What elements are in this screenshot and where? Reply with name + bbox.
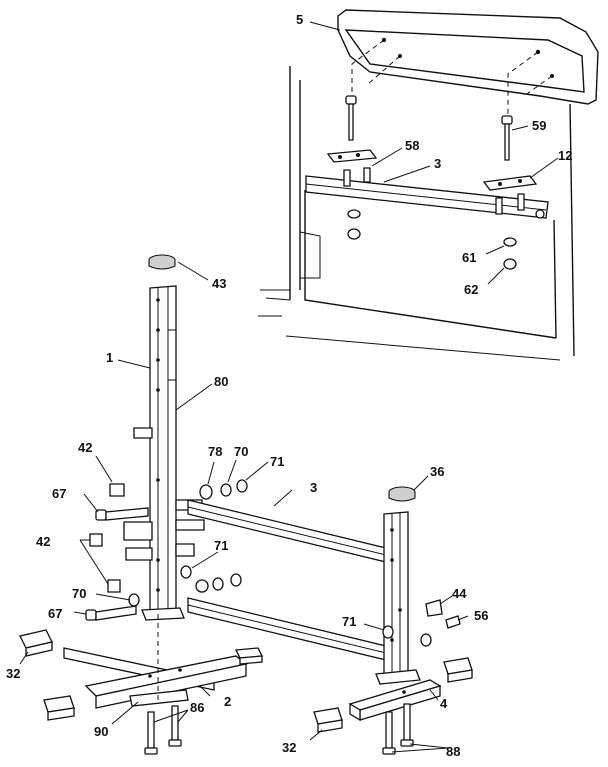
label-part-12: 12 <box>558 148 572 163</box>
table-top-assembly <box>258 9 599 361</box>
right-leg-assembly <box>309 475 473 755</box>
label-part-32-a: 32 <box>6 666 20 681</box>
label-part-71-c: 71 <box>342 614 356 629</box>
left-leg-assembly <box>19 254 269 755</box>
label-part-70-a: 70 <box>234 444 248 459</box>
label-part-3-mid: 3 <box>310 480 317 495</box>
label-part-61: 61 <box>462 250 476 265</box>
label-part-80: 80 <box>214 374 228 389</box>
label-part-67-b: 67 <box>48 606 62 621</box>
label-part-71-b: 71 <box>214 538 228 553</box>
label-part-2: 2 <box>224 694 231 709</box>
label-part-42-b: 42 <box>36 534 50 549</box>
label-part-78: 78 <box>208 444 222 459</box>
label-part-36: 36 <box>430 464 444 479</box>
label-part-62: 62 <box>464 282 478 297</box>
label-part-71-a: 71 <box>270 454 284 469</box>
label-part-44: 44 <box>452 586 467 601</box>
label-part-67-a: 67 <box>52 486 66 501</box>
label-part-5: 5 <box>296 12 303 27</box>
label-part-42-a: 42 <box>78 440 92 455</box>
part-labels: 5 59 58 3 12 61 62 43 1 80 42 78 70 71 6… <box>6 12 572 759</box>
label-part-90: 90 <box>94 724 108 739</box>
label-part-32-b: 32 <box>282 740 296 755</box>
cross-rails <box>187 489 387 661</box>
label-part-56: 56 <box>474 608 488 623</box>
label-part-59: 59 <box>532 118 546 133</box>
label-part-3-top: 3 <box>434 156 441 171</box>
label-part-88: 88 <box>446 744 460 759</box>
label-part-4: 4 <box>440 696 448 711</box>
label-part-86: 86 <box>190 700 204 715</box>
label-part-70-b: 70 <box>72 586 86 601</box>
label-part-1: 1 <box>106 350 113 365</box>
label-part-58: 58 <box>405 138 419 153</box>
label-part-43: 43 <box>212 276 226 291</box>
